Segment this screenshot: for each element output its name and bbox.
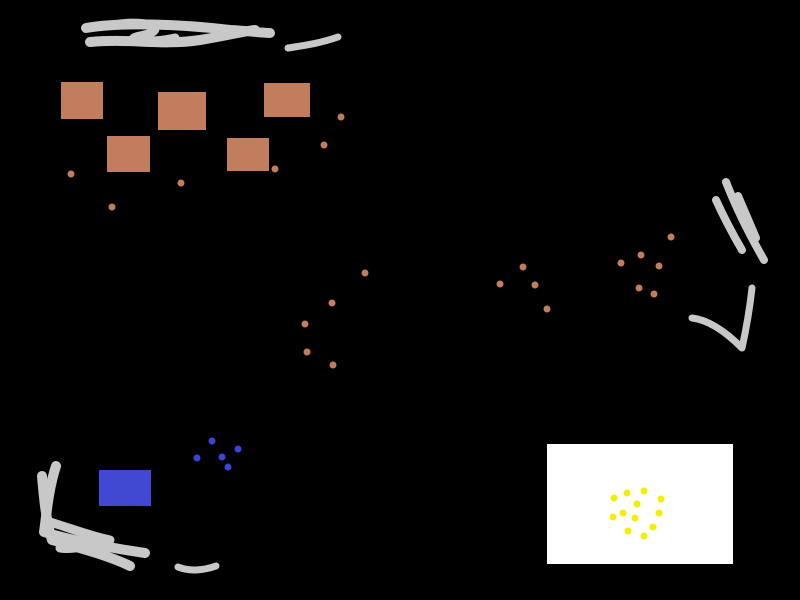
blue-dot — [208, 437, 216, 445]
scribble-stroke — [39, 461, 150, 558]
yellow-dot — [640, 532, 648, 540]
brown-dot — [496, 280, 504, 288]
blue-dot — [224, 463, 232, 471]
brown-dot — [617, 259, 625, 267]
yellow-dot — [655, 509, 663, 517]
brown-dot — [337, 113, 345, 121]
yellow-dot — [610, 494, 618, 502]
brown-dot — [328, 299, 336, 307]
scribble-stroke — [45, 517, 115, 553]
yellow-dot — [657, 495, 665, 503]
scribble-stroke — [85, 25, 260, 48]
brown-rectangle — [61, 82, 103, 119]
brown-rectangle — [264, 83, 310, 117]
blue-dot — [193, 454, 201, 462]
yellow-dots-group — [609, 487, 665, 540]
brown-dot — [650, 290, 658, 298]
brown-dot — [303, 348, 311, 356]
brown-dots-group — [67, 113, 675, 369]
brown-rectangle — [158, 92, 206, 130]
scribble-stroke — [174, 562, 220, 574]
scribble-stroke — [37, 471, 135, 571]
brown-dot — [271, 165, 279, 173]
brown-dot — [361, 269, 369, 277]
scribble-stroke — [688, 284, 756, 352]
brown-dot — [667, 233, 675, 241]
brown-dot — [519, 263, 527, 271]
brown-dot — [531, 281, 539, 289]
scribble-stroke — [284, 33, 342, 52]
brown-dot — [301, 320, 309, 328]
brown-dot — [635, 284, 643, 292]
yellow-dot — [609, 513, 617, 521]
blue-rectangle — [99, 470, 151, 506]
yellow-dot — [640, 487, 648, 495]
brown-rectangle — [107, 136, 150, 172]
brown-dot — [108, 203, 116, 211]
scribble-stroke — [115, 18, 180, 46]
yellow-dot — [649, 523, 657, 531]
brown-dot — [543, 305, 551, 313]
brown-dot — [177, 179, 185, 187]
brown-dot — [67, 170, 75, 178]
brown-dot — [329, 361, 337, 369]
brown-dot — [637, 251, 645, 259]
yellow-dot — [633, 500, 641, 508]
scribble-stroke — [722, 178, 768, 264]
brown-dot — [655, 262, 663, 270]
brown-blocks-group — [61, 82, 310, 172]
yellow-dot — [624, 527, 632, 535]
yellow-dot — [619, 509, 627, 517]
blue-dots-group — [193, 437, 242, 471]
blue-dot — [218, 453, 226, 461]
yellow-dot — [631, 514, 639, 522]
scribble-stroke — [734, 192, 760, 242]
blue-dot — [234, 445, 242, 453]
brown-dot — [320, 141, 328, 149]
scribble-stroke — [712, 196, 746, 254]
brown-rectangle — [227, 138, 269, 171]
gray-strokes-group — [37, 18, 768, 574]
yellow-dot — [623, 489, 631, 497]
